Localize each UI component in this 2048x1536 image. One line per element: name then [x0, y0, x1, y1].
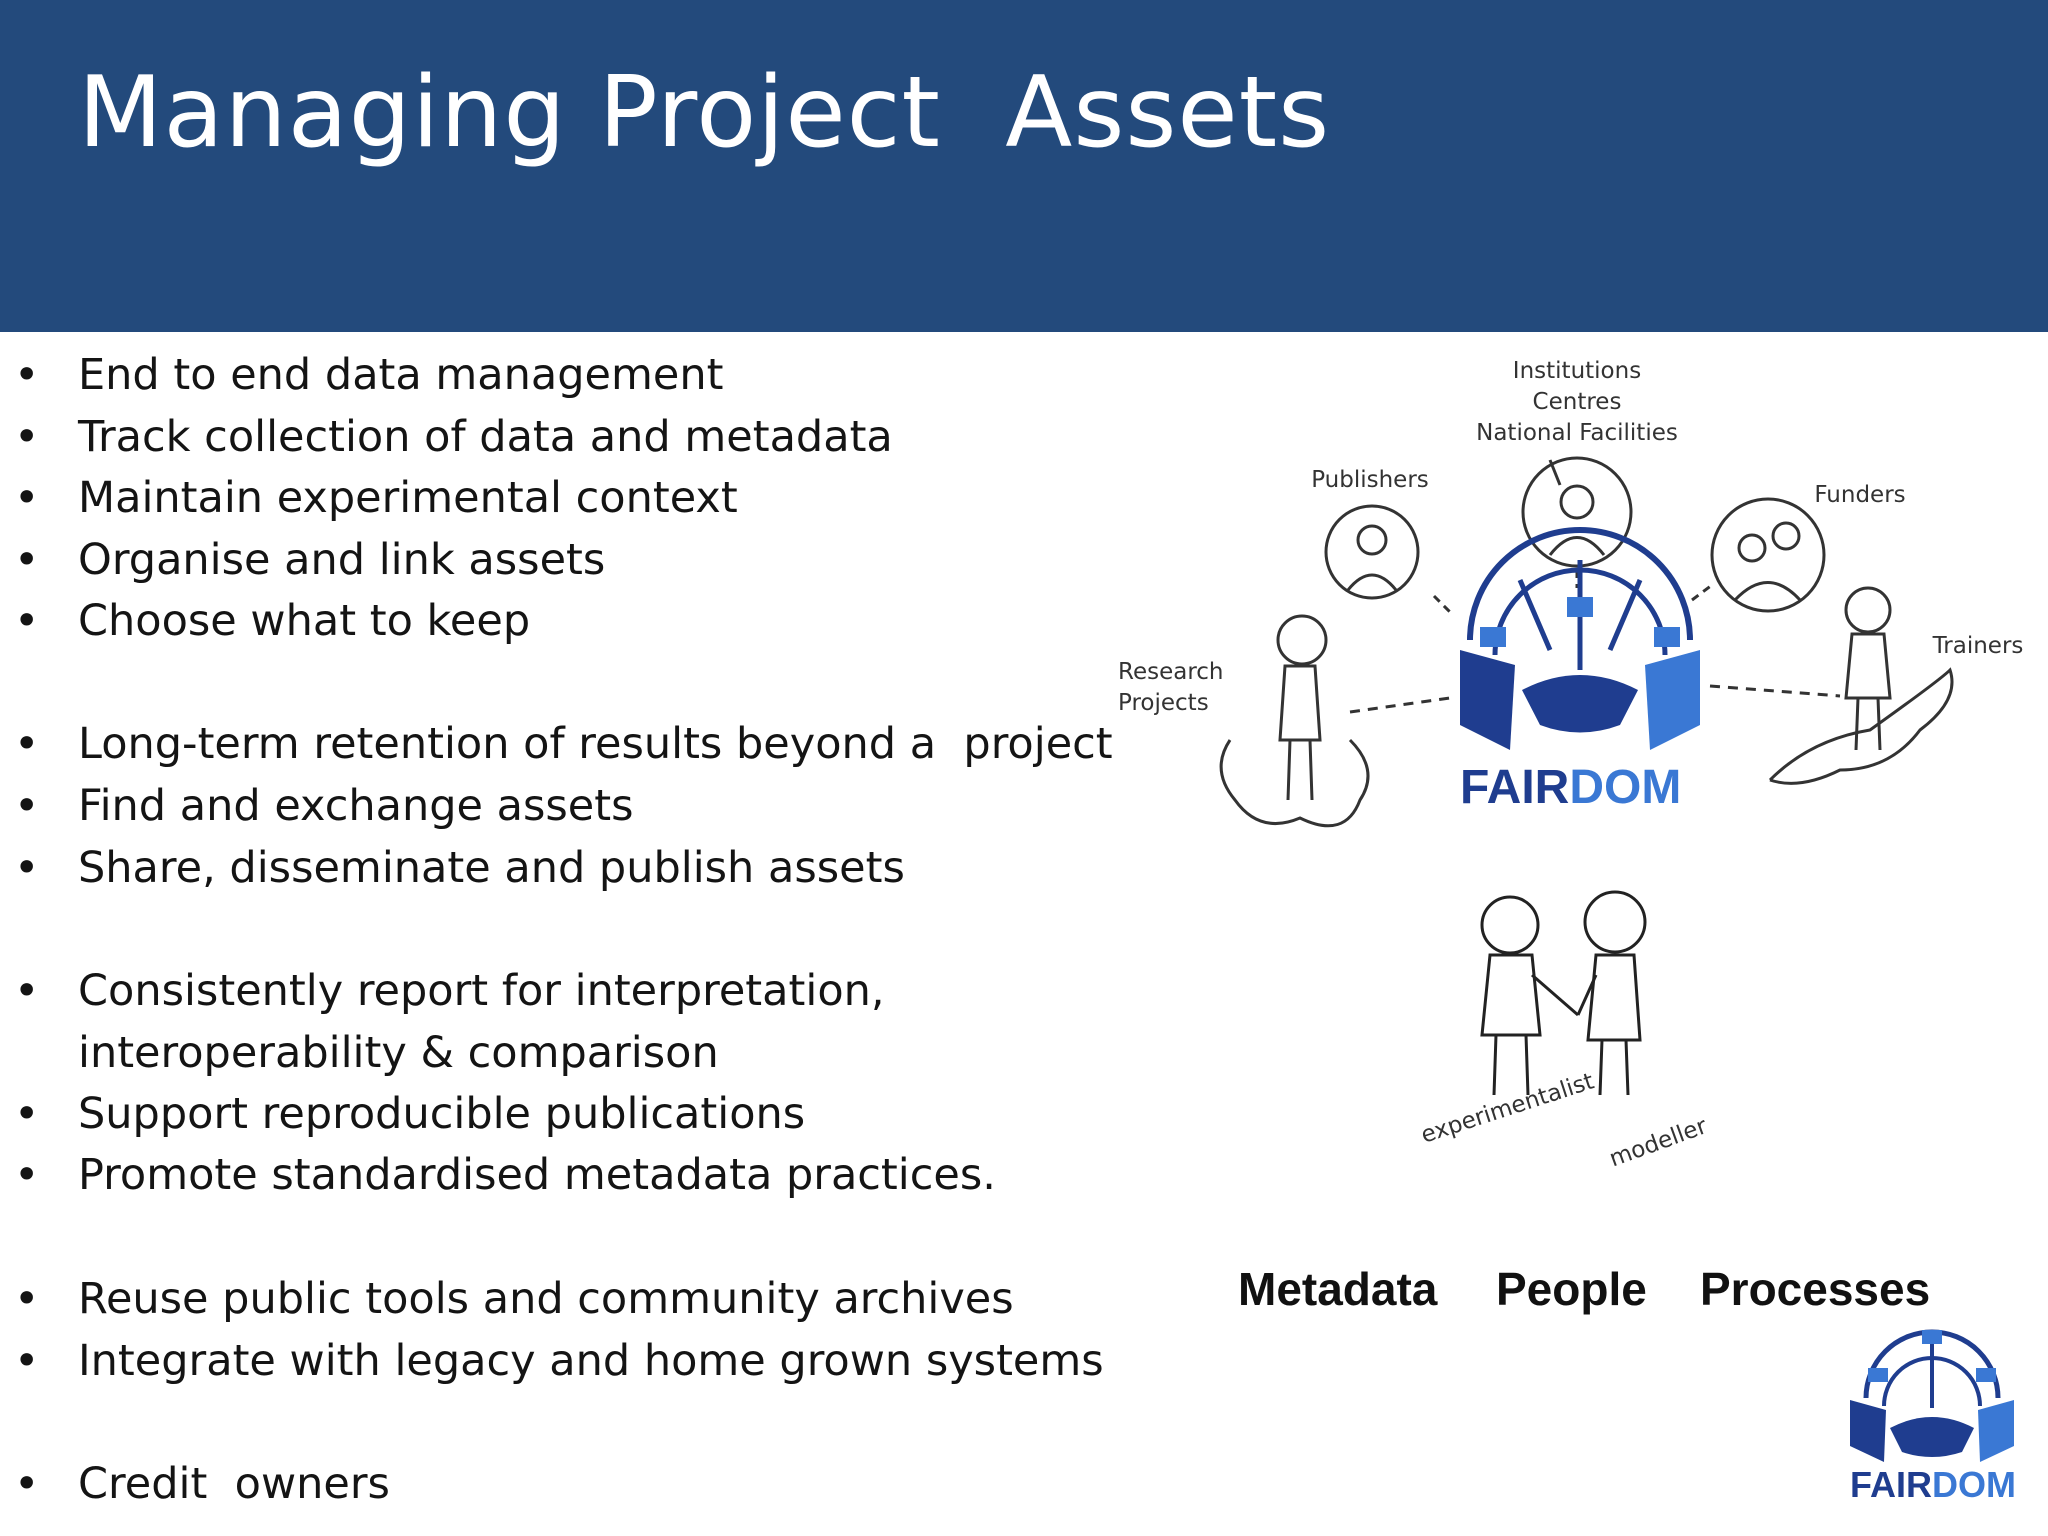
- research-projects-label: Research Projects: [1118, 659, 1224, 716]
- funders-label: Funders: [1814, 482, 1906, 508]
- publishers-label: Publishers: [1311, 467, 1429, 493]
- experimentalist-figure: [1480, 895, 1579, 1096]
- institutions-label: Institutions Centres National Facilities: [1476, 358, 1678, 446]
- institution-figure: [1521, 456, 1633, 568]
- metadata-label: Metadata: [1238, 1263, 1438, 1315]
- researcher-figure: [1219, 614, 1370, 828]
- modeller-figure: [1576, 890, 1647, 1096]
- stakeholder-diagram: [1219, 456, 1954, 828]
- fairdom-logo-corner: [1850, 1329, 2014, 1462]
- slide-title: Managing Project Assets: [78, 56, 1331, 170]
- fairdom-corner-text: FAIRDOM: [1850, 1464, 2017, 1505]
- publisher-figure: [1324, 504, 1420, 600]
- fairdom-logo-text: FAIRDOM: [1460, 761, 1682, 814]
- trainers-label: Trainers: [1932, 633, 2024, 659]
- funder-figure: [1710, 497, 1826, 613]
- processes-label: Processes: [1700, 1263, 1931, 1315]
- title-banner: [0, 0, 2048, 332]
- fairdom-logo-center: [1460, 527, 1700, 750]
- people-label: People: [1496, 1263, 1647, 1315]
- handshake-illustration: [1480, 890, 1647, 1096]
- trainer-figure: [1768, 586, 1954, 785]
